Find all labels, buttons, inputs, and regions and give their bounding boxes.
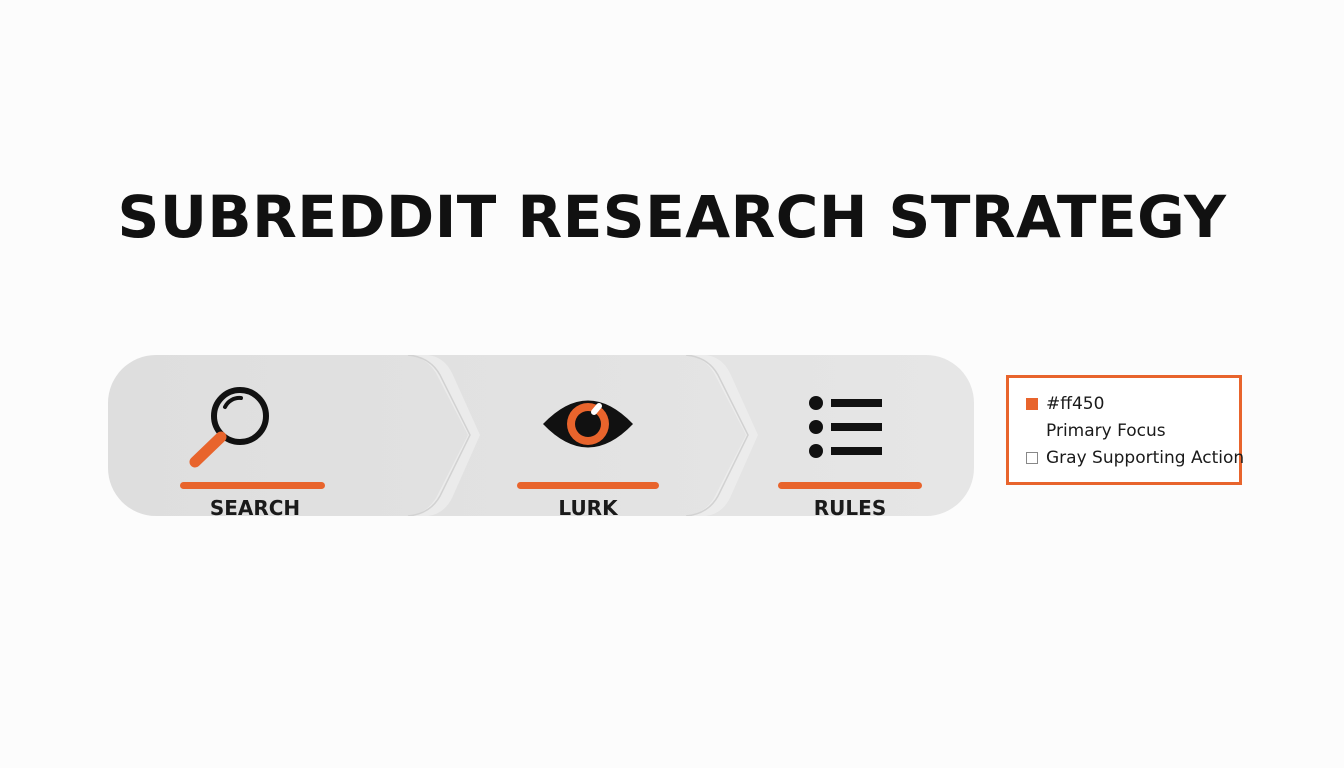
step-search: SEARCH: [108, 355, 408, 520]
eye-icon: [543, 400, 633, 448]
step-label: LURK: [558, 496, 618, 520]
rules-underline: [778, 482, 922, 489]
flow-background: [108, 355, 974, 516]
legend-box: #ff450 Primary Focus Gray Supporting Act…: [1006, 375, 1245, 485]
step-label: SEARCH: [209, 496, 301, 520]
diagram-title: SUBREDDIT RESEARCH STRATEGY: [117, 183, 1227, 251]
search-underline: [180, 482, 325, 489]
legend-text: Gray Supporting Action: [1046, 448, 1245, 468]
flow-track: [108, 355, 974, 516]
legend-swatch-empty: [1026, 452, 1038, 464]
legend-swatch-filled: [1026, 398, 1038, 410]
process-flow: SEARCH LURK RULES: [108, 355, 974, 520]
lurk-underline: [517, 482, 659, 489]
chevron-separator-1: [408, 355, 480, 516]
legend-text: Primary Focus: [1046, 421, 1166, 441]
legend-text: #ff450: [1046, 394, 1105, 414]
bulleted-list-icon: [809, 396, 882, 458]
step-rules: RULES: [708, 355, 974, 520]
chevron-separator-2: [686, 355, 758, 516]
magnifying-glass-icon: [189, 387, 269, 468]
chevron-edge-1: [407, 355, 471, 516]
chevron-edge-2: [685, 355, 749, 516]
step-lurk: LURK: [438, 355, 738, 520]
step-label: RULES: [813, 496, 887, 520]
